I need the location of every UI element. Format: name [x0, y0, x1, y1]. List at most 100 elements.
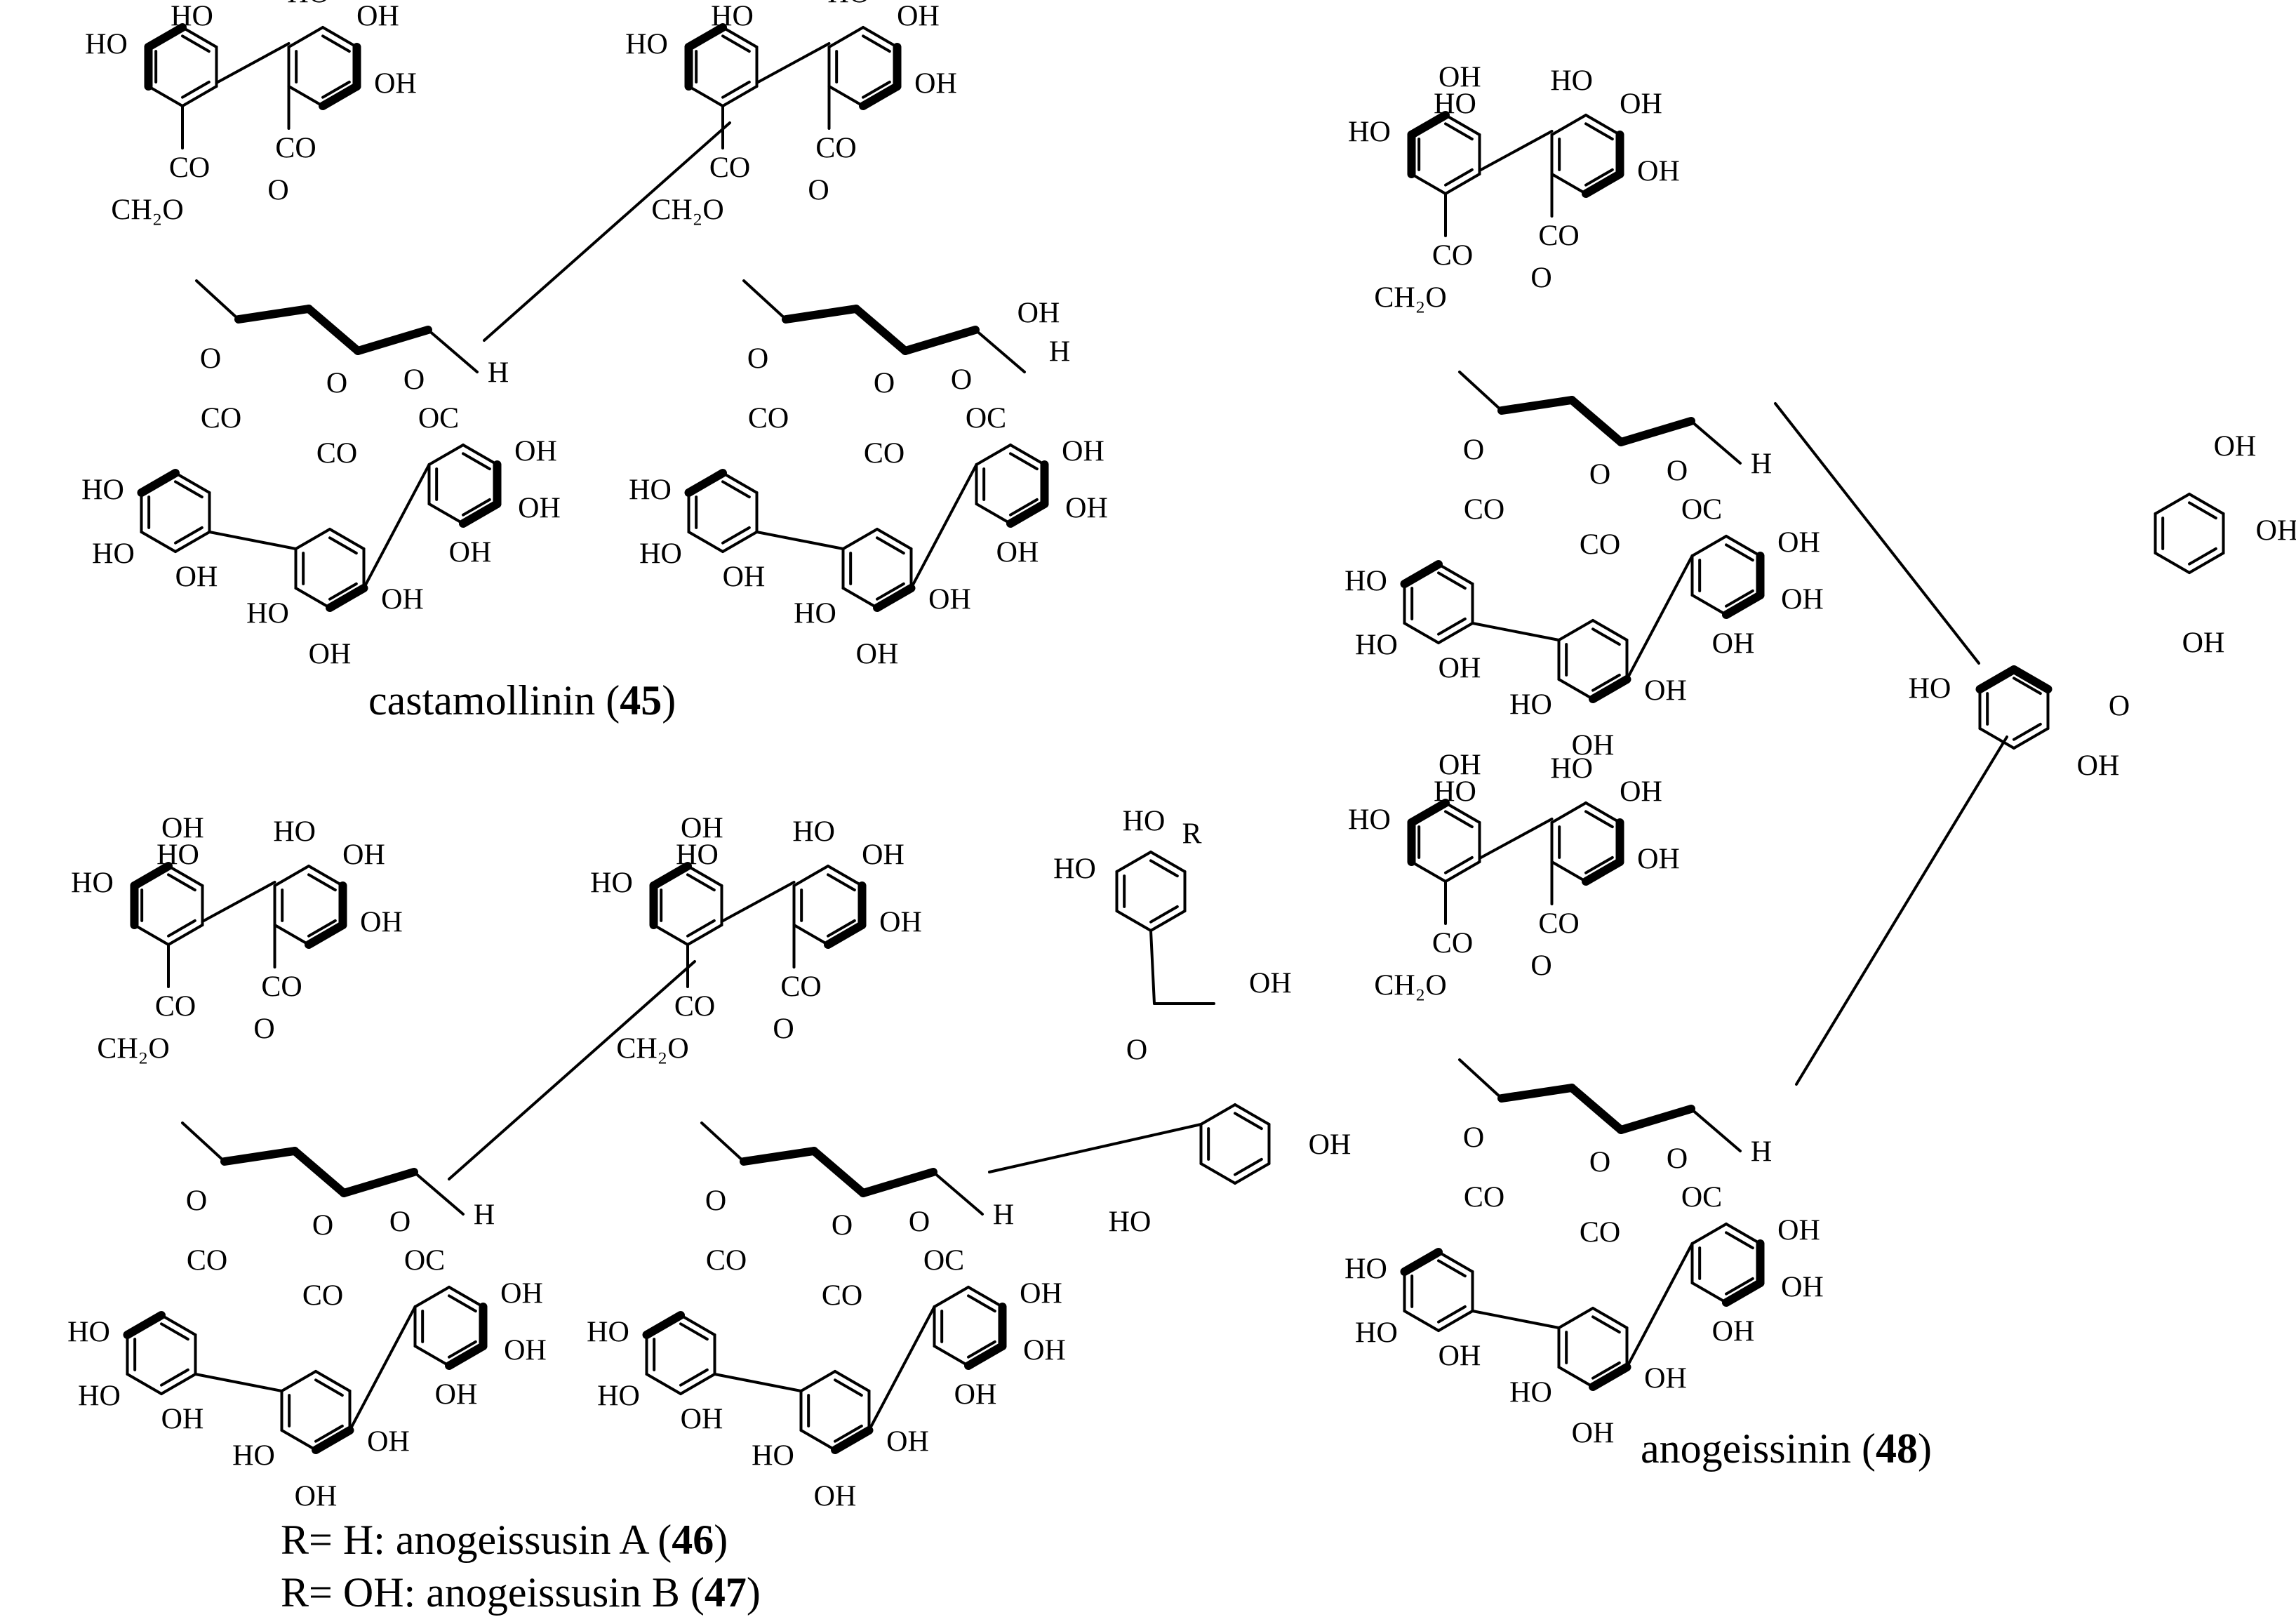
atom-label-ho: HO: [792, 816, 835, 848]
atom-label-o: O: [1463, 1122, 1484, 1154]
double-bond: [1234, 1112, 1263, 1131]
atom-label-ho: HO: [1355, 630, 1398, 662]
atom-label-o: O: [186, 1185, 207, 1218]
ring-bond: [2010, 665, 2053, 693]
atom-label-ho: HO: [246, 598, 289, 630]
caption-48-open: (: [1850, 1425, 1876, 1472]
ring-bond: [2154, 493, 2191, 515]
atom-label-o: O: [1126, 1034, 1147, 1067]
ring-bond: [1444, 801, 1481, 824]
ring-bond: [876, 528, 913, 550]
ring-bond: [1725, 535, 1762, 557]
atom-label-oh: OH: [175, 0, 218, 6]
atom-label-ch2o: CH₂O: [651, 194, 723, 227]
atom-label-co: CO: [748, 403, 789, 435]
ring-bond: [649, 862, 692, 890]
double-bond: [321, 34, 351, 53]
ring-bond: [834, 1370, 871, 1392]
ring-bond: [975, 502, 1012, 525]
atom-label-ho: HO: [1434, 88, 1476, 121]
biaryl-bond: [215, 42, 291, 84]
ring-bond: [319, 82, 361, 110]
ring-bond: [686, 865, 723, 887]
ring-bond: [686, 924, 723, 946]
atom-label-ho: HO: [171, 1, 213, 33]
atom-label-h: H: [1751, 1136, 1772, 1169]
double-bond: [679, 1368, 709, 1387]
double-bond: [307, 873, 337, 892]
atom-label-h: H: [1049, 336, 1070, 368]
sugar-bond: [413, 1171, 465, 1216]
atom-label-oc: OC: [966, 403, 1006, 435]
ring-bond: [133, 924, 170, 946]
atom-label-oc: OC: [1681, 1182, 1722, 1214]
sugar-bond: [181, 1122, 226, 1163]
atom-label-co: CO: [1432, 928, 1473, 960]
atom-label-o: O: [1589, 459, 1610, 491]
atom-label-oh: OH: [879, 907, 922, 939]
atom-label-ho: HO: [1348, 117, 1391, 149]
ring-bond: [1690, 1223, 1728, 1245]
ring-bond: [1444, 114, 1481, 136]
atom-label-oh: OH: [716, 0, 759, 6]
sugar-bond: [340, 1168, 418, 1197]
ring-bond: [721, 26, 759, 48]
double-bond: [827, 873, 856, 892]
ring-bond: [427, 444, 465, 466]
ring-bond: [427, 502, 465, 525]
double-bond: [862, 34, 891, 53]
ring-bond: [1550, 860, 1587, 883]
double-bond: [1149, 859, 1179, 878]
ring-bond: [144, 23, 187, 51]
double-bond: [2013, 722, 2042, 741]
caption-48-name: anogeissinin: [1641, 1425, 1851, 1472]
atom-label-oh: OH: [1781, 1272, 1824, 1304]
atom-label-oh: OH: [1065, 493, 1108, 525]
compound-number-45: 45: [620, 677, 662, 724]
atom-label-h: H: [1751, 448, 1772, 481]
atom-label-oh: OH: [518, 493, 561, 525]
ring-bond: [1589, 675, 1631, 703]
atom-label-oh: OH: [2214, 431, 2257, 463]
ring-bond: [1978, 727, 2015, 750]
sugar-bond: [810, 1147, 867, 1197]
ring-bond: [1407, 111, 1450, 139]
atom-label-ho: HO: [67, 1317, 110, 1349]
ring-bond: [1115, 910, 1152, 932]
atom-label-oh: OH: [175, 561, 218, 594]
sugar-bond: [932, 1171, 984, 1216]
double-bond: [2013, 677, 2042, 695]
caption-anogeissusin-b: R= OH: anogeissusin B (47): [281, 1567, 761, 1618]
biaryl-bond: [1471, 1310, 1561, 1329]
double-bond: [321, 80, 351, 99]
double-bond: [314, 1378, 344, 1397]
ring-bond: [126, 1373, 163, 1395]
atom-label-co: CO: [1464, 1182, 1504, 1214]
atom-label-co: CO: [706, 1245, 747, 1277]
atom-label-oc: OC: [923, 1245, 964, 1277]
ring-bond: [326, 584, 368, 612]
ring-bond: [1149, 851, 1187, 873]
atom-label-ho: HO: [711, 1, 754, 33]
double-bond: [1725, 1231, 1754, 1250]
biaryl-bond: [755, 42, 831, 84]
atom-label-o: O: [1463, 434, 1484, 467]
ring-bond: [287, 26, 324, 48]
sugar-bond: [1568, 396, 1625, 446]
atom-label-oh: OH: [1777, 527, 1820, 559]
atom-label-ho: HO: [92, 538, 135, 571]
double-bond: [1234, 1157, 1263, 1176]
sugar-bond: [1690, 1107, 1742, 1152]
atom-label-ho: HO: [1909, 673, 1951, 705]
atom-label-ho: HO: [71, 867, 114, 900]
ring-bond: [167, 865, 204, 887]
ring-bond: [1690, 535, 1728, 557]
double-bond: [1149, 905, 1179, 924]
biaryl-bond: [1471, 622, 1561, 641]
ring-bond: [799, 1429, 836, 1451]
atom-label-oh: OH: [504, 1335, 547, 1367]
ring-bond: [1410, 173, 1447, 195]
atom-label-o: O: [1667, 1143, 1688, 1176]
